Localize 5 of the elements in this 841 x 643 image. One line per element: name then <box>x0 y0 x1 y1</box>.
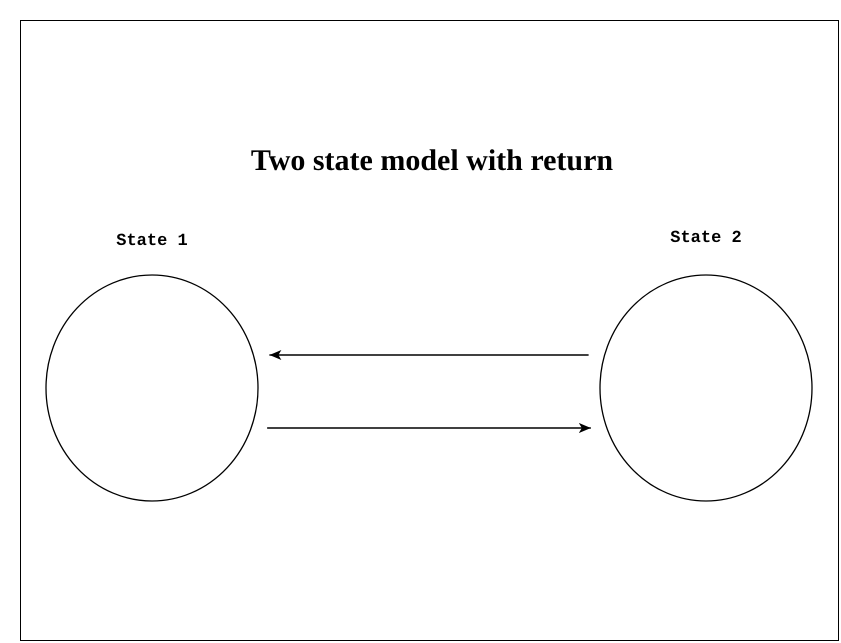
state-label: State 2 <box>669 229 743 248</box>
state-label: State 1 <box>115 232 189 251</box>
arrow <box>269 350 589 360</box>
diagram-title: Two state model with return <box>250 144 614 178</box>
arrow <box>267 423 591 433</box>
